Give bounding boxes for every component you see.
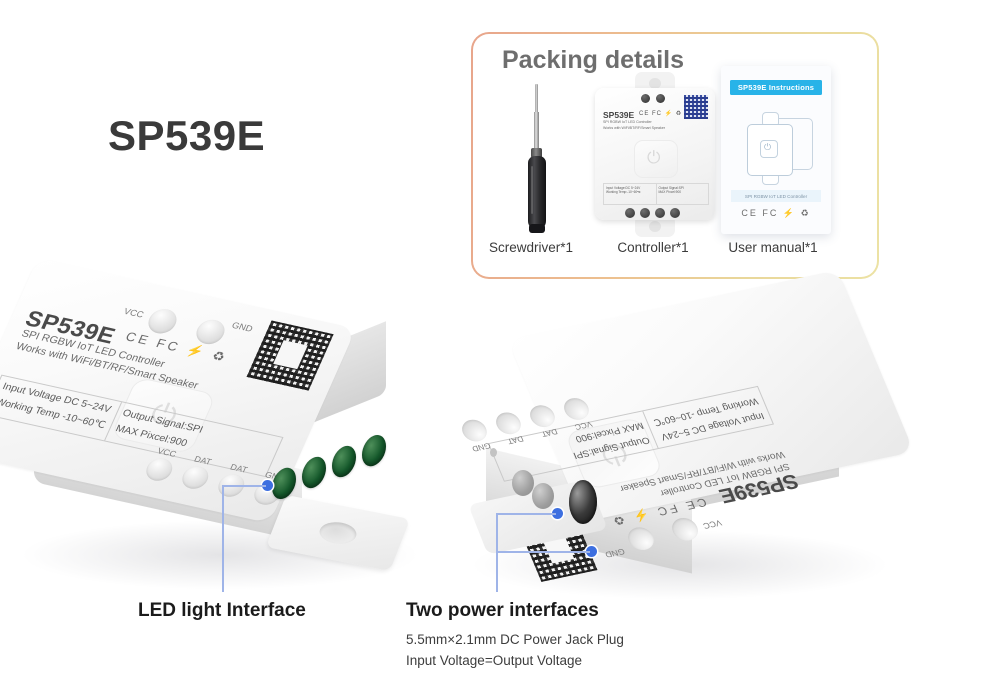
callout-dot-led-interface xyxy=(262,480,273,491)
manual-line-drawing xyxy=(735,106,817,185)
controller-cert-marks: CE FC ⚡ ♻ xyxy=(639,111,683,117)
terminal-label-gnd: GND xyxy=(603,546,627,560)
controller-brand: SP539E xyxy=(603,110,635,120)
callout-line-led-vertical xyxy=(222,485,224,592)
terminal-label-vcc: VCC xyxy=(701,518,724,532)
drawing-power-button-icon xyxy=(760,140,778,158)
spec-cell-left: Input Voltage DC 5~24V Working Temp -10~… xyxy=(0,375,123,441)
terminal-dat-1 xyxy=(526,403,559,430)
terminal-gnd xyxy=(624,525,658,553)
spec-input-voltage: Input Voltage:DC 5~24V xyxy=(606,185,641,190)
spec-cell-left: Input Voltage DC 5~24V Working Temp -10~… xyxy=(642,386,773,449)
callout-sub-line-2: Input Voltage=Output Voltage xyxy=(406,652,583,668)
packing-details-panel: Packing details SP539E CE FC ⚡ ♻ SPI RG xyxy=(471,32,879,279)
device-left-print-layer: VCC GND SP539E CE FC ⚡ ♻ SPI RGBW IoT LE… xyxy=(0,264,374,528)
callout-line-power-vertical xyxy=(496,513,498,592)
spec-cell-right: Output Signal:SPI MAX Pixcel:900 xyxy=(657,184,709,204)
side-screw-hole xyxy=(490,448,497,457)
device-left-mount-tab xyxy=(265,494,411,572)
device-left: VCC GND SP539E CE FC ⚡ ♻ SPI RGBW IoT LE… xyxy=(0,250,448,580)
controller-icon: SP539E CE FC ⚡ ♻ SPI RGBW IoT LED Contro… xyxy=(591,72,719,237)
terminal-dot xyxy=(656,94,665,103)
callout-line-power-bottom xyxy=(496,551,590,553)
screwdriver-handle xyxy=(528,156,546,230)
device-right: VCC GND SP539E CE FC ⚡ ♻ SPI RGBW IoT LE… xyxy=(458,269,938,605)
terminal-vcc xyxy=(560,395,593,422)
terminal-label-vcc: VCC xyxy=(122,306,146,320)
controller-mount-tab-bottom xyxy=(635,215,675,237)
screwdriver-collar xyxy=(531,148,542,158)
callout-line-power-top xyxy=(496,513,556,515)
callout-dot-power-1 xyxy=(552,508,563,519)
terminal-gnd xyxy=(458,417,491,444)
controller-spec-box: Input Voltage:DC 5~24V Working Temp:-10~… xyxy=(603,183,709,205)
side-port-1 xyxy=(512,470,534,496)
packing-item-label-manual: User manual*1 xyxy=(728,240,818,255)
packing-details-inner: Packing details SP539E CE FC ⚡ ♻ SPI RG xyxy=(473,34,877,277)
controller-bottom-terminals xyxy=(625,208,680,218)
manual-cert-marks: CE FC ⚡ ♻ xyxy=(741,208,811,218)
terminal-dot xyxy=(640,208,650,218)
terminal-dot xyxy=(641,94,650,103)
spec-output-signal: Output Signal:SPI xyxy=(658,185,684,190)
spec-max-pixel: MAX Pixcel:900 xyxy=(658,190,682,195)
terminal-vcc xyxy=(144,306,181,336)
terminal-label-gnd: GND xyxy=(230,320,255,334)
controller-subtitle-1: SPI RGBW IoT LED Controller xyxy=(603,120,652,124)
terminal-vcc xyxy=(668,515,702,543)
terminal-gnd xyxy=(192,317,229,347)
callout-dot-power-2 xyxy=(586,546,597,557)
spec-working-temp: Working Temp:-10~60℃ xyxy=(606,190,641,195)
callout-sub-line-1: 5.5mm×2.1mm DC Power Jack Plug xyxy=(406,632,624,647)
callout-title-power-interfaces: Two power interfaces xyxy=(406,600,599,621)
side-port-2 xyxy=(532,483,554,509)
screwdriver-cap xyxy=(529,224,545,233)
qr-code-icon xyxy=(684,95,708,119)
terminal-dat-1 xyxy=(178,463,213,492)
terminal-vcc xyxy=(142,455,177,484)
page-title: SP539E xyxy=(108,112,266,159)
qr-code-icon xyxy=(246,320,334,391)
mount-hole xyxy=(649,221,661,232)
terminal-dot xyxy=(625,208,635,218)
screwdriver-shaft xyxy=(534,112,539,152)
callout-title-led-interface: LED light Interface xyxy=(138,600,306,621)
controller-top-terminals xyxy=(641,94,665,103)
controller-body: SP539E CE FC ⚡ ♻ SPI RGBW IoT LED Contro… xyxy=(595,88,715,220)
terminal-dat-2 xyxy=(492,410,525,437)
spec-cell-left: Input Voltage:DC 5~24V Working Temp:-10~… xyxy=(604,184,657,204)
power-button-icon xyxy=(634,140,678,178)
packing-item-label-screwdriver: Screwdriver*1 xyxy=(488,240,574,255)
device-right-print-layer: VCC GND SP539E CE FC ⚡ ♻ SPI RGBW IoT LE… xyxy=(430,352,823,595)
manual-subtitle: SPI RGBW IoT LED Controller xyxy=(731,190,821,202)
terminal-dot xyxy=(670,208,680,218)
manual-icon: SP539E Instructions SPI RGBW IoT LED Con… xyxy=(721,66,831,234)
screwdriver-icon xyxy=(515,84,559,234)
terminal-dot xyxy=(655,208,665,218)
packing-item-label-controller: Controller*1 xyxy=(617,240,689,255)
callout-line-led-horizontal xyxy=(222,485,266,487)
manual-banner: SP539E Instructions xyxy=(730,80,822,95)
screwdriver-tip xyxy=(535,84,538,116)
packing-details-title: Packing details xyxy=(502,46,685,74)
manual-card: SP539E Instructions SPI RGBW IoT LED Con… xyxy=(721,66,831,234)
dc-power-jack[interactable] xyxy=(569,480,597,524)
mount-hole xyxy=(649,78,661,89)
controller-subtitle-2: Works with WiFi/BT/RF/Smart Speaker xyxy=(603,126,666,130)
callout-subtitle-power-interfaces: 5.5mm×2.1mm DC Power Jack Plug Input Vol… xyxy=(406,630,624,672)
mount-hole xyxy=(315,519,361,547)
